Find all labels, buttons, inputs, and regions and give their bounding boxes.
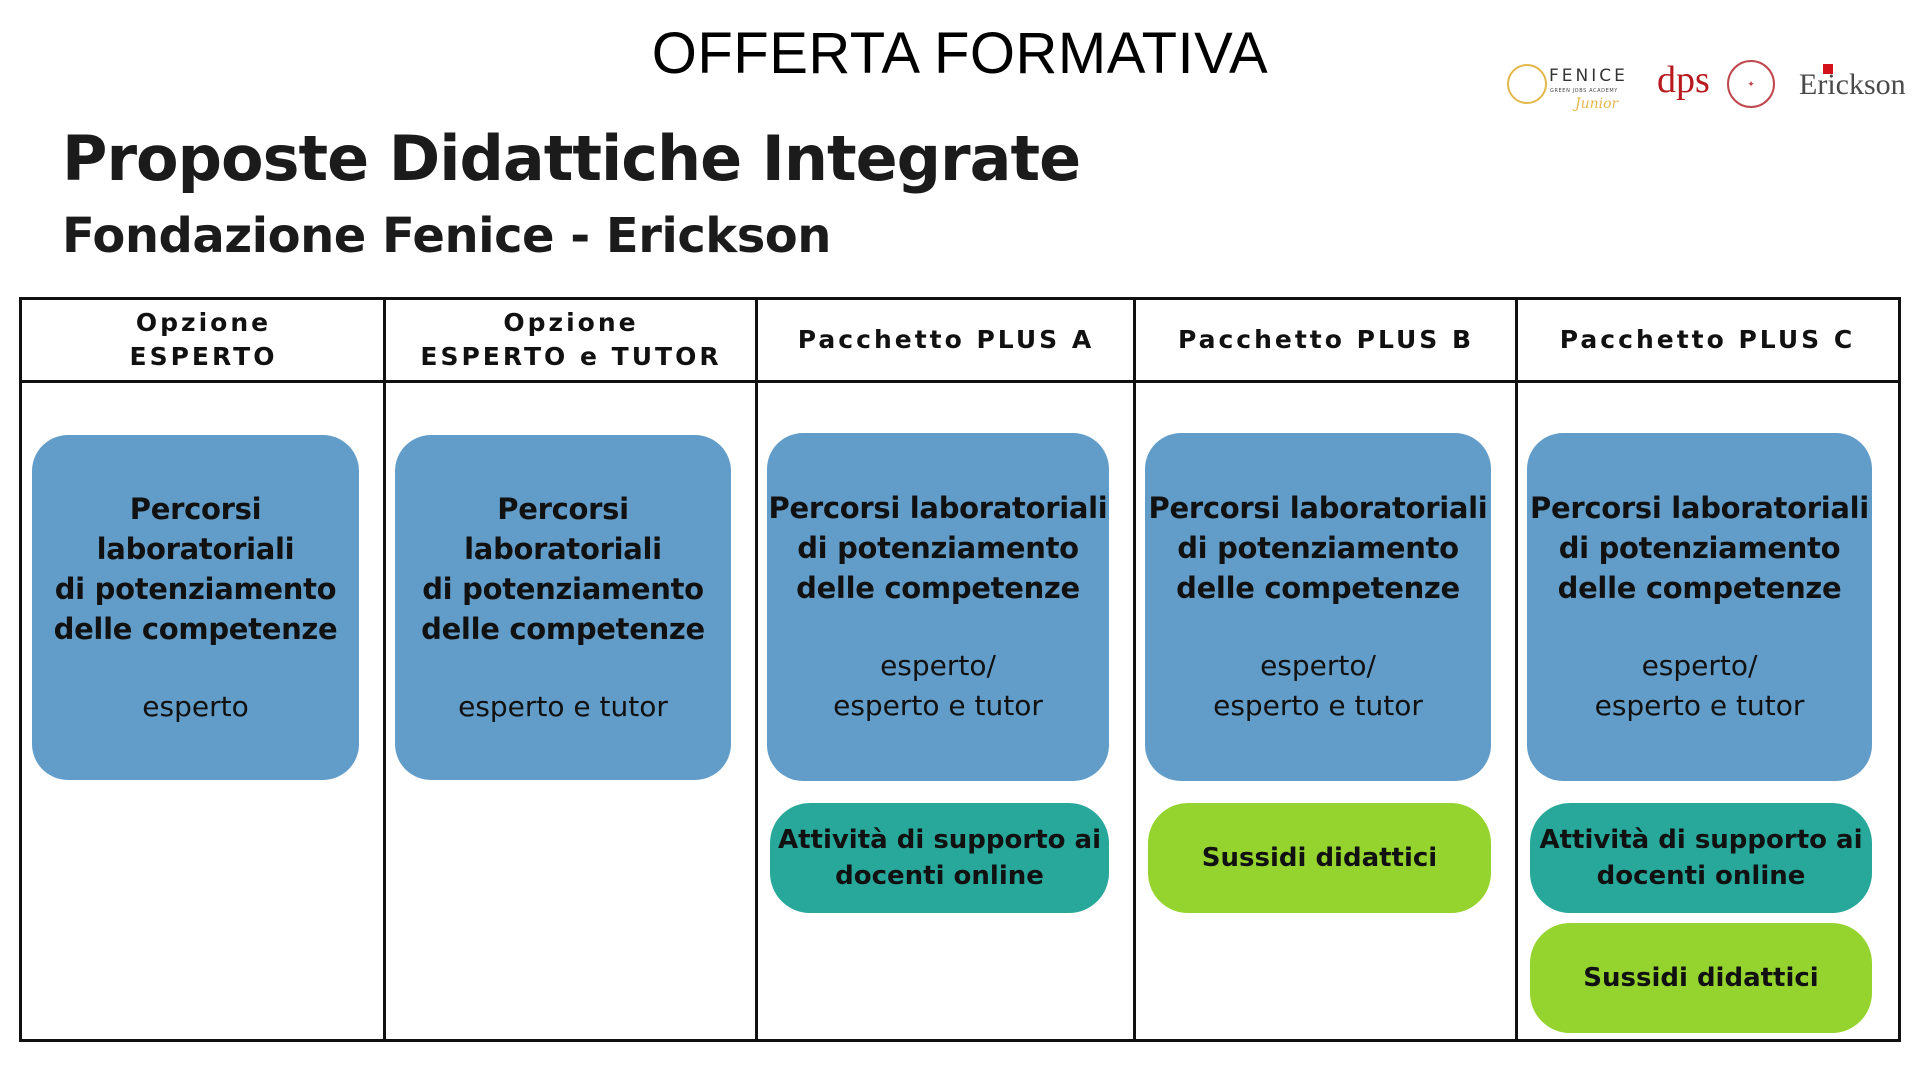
dps-logo: dps — [1657, 59, 1710, 101]
course-card-role: esperto/esperto e tutor — [833, 646, 1043, 726]
column-header-plus-a: Pacchetto PLUS A — [757, 300, 1135, 380]
badge-label-line: Sussidi didattici — [1201, 843, 1438, 873]
course-card-role-line: esperto/ — [1641, 649, 1758, 682]
course-card-title: Percorsi laboratoriali di potenziamento de… — [1149, 488, 1488, 608]
seal-logo-icon: ✦ — [1727, 60, 1775, 108]
course-card-esperto: Percorsi laboratoriali di potenziamento de… — [32, 435, 359, 780]
course-card-role-line: esperto e tutor — [458, 689, 668, 723]
course-card-title: Percorsi laboratoriali di potenziamento de… — [1530, 488, 1869, 608]
column-header-line: Pacchetto PLUS A — [797, 325, 1095, 354]
course-card-role: esperto/esperto e tutor — [1213, 646, 1423, 726]
column-header-plus-b: Pacchetto PLUS B — [1135, 300, 1517, 380]
course-card-esperto-tutor: Percorsi laboratoriali di potenziamento de… — [395, 435, 731, 780]
course-card-title-line: di potenziamento — [797, 531, 1079, 565]
badge-label-line: Sussidi didattici — [1583, 963, 1819, 993]
course-card-title-line: di potenziamento — [54, 571, 337, 606]
teaching-aids-badge: Sussidi didattici — [1530, 923, 1872, 1033]
badge-label: Attività di supporto ai docenti online — [778, 822, 1101, 894]
course-card-title-line: di potenziamento — [1177, 531, 1459, 565]
course-card-title: Percorsi laboratoriali di potenziamento de… — [395, 489, 731, 649]
course-card-role: esperto e tutor — [458, 687, 668, 727]
course-card-role-line: esperto e tutor — [1594, 689, 1805, 722]
course-card-title-line: di potenziamento — [422, 571, 704, 606]
course-card-role: esperto — [142, 687, 248, 727]
course-card-role-line: esperto — [142, 689, 249, 723]
course-card-title-line: Percorsi laboratoriali — [464, 491, 662, 566]
table-column-divider — [1133, 300, 1136, 1039]
erickson-logo-text: Erickson — [1799, 68, 1906, 101]
course-card-plus-a: Percorsi laboratoriali di potenziamento de… — [767, 433, 1109, 781]
online-support-badge: Attività di supporto ai docenti online — [770, 803, 1109, 913]
erickson-red-square-icon — [1823, 64, 1833, 74]
column-header-line: ESPERTO e TUTOR — [420, 342, 722, 371]
fenice-logo-name: FENICE — [1549, 66, 1628, 86]
course-card-role-line: esperto/ — [880, 649, 996, 682]
fenice-ring-icon — [1507, 64, 1547, 104]
course-card-title-line: delle competenze — [796, 571, 1080, 605]
course-card-role-line: esperto e tutor — [833, 689, 1043, 722]
badge-label: Attività di supporto ai docenti online — [1539, 822, 1862, 894]
course-card-role-line: esperto e tutor — [1213, 689, 1423, 722]
page-subtitle: Fondazione Fenice - Erickson — [62, 208, 831, 264]
course-card-title-line: di potenziamento — [1558, 531, 1841, 565]
table-header-divider — [22, 380, 1898, 383]
course-card-title: Percorsi laboratoriali di potenziamento de… — [32, 489, 359, 649]
course-card-title-line: Percorsi laboratoriali — [1530, 491, 1869, 525]
badge-label: Sussidi didattici — [1583, 960, 1818, 996]
course-card-title-line: delle competenze — [53, 611, 338, 646]
fenice-logo-tagline: GREEN JOBS ACADEMY — [1550, 88, 1618, 94]
erickson-logo: Erickson — [1799, 64, 1906, 102]
course-card-title-line: delle competenze — [421, 611, 705, 646]
course-card-title-line: Percorsi laboratoriali — [768, 491, 1108, 525]
badge-label: Sussidi didattici — [1202, 840, 1437, 876]
column-header-line: Pacchetto PLUS B — [1177, 325, 1475, 354]
badge-label-line: docenti online — [835, 861, 1044, 891]
table-column-divider — [383, 300, 386, 1039]
course-card-plus-c: Percorsi laboratoriali di potenziamento de… — [1527, 433, 1872, 781]
badge-label-line: docenti online — [1596, 861, 1806, 891]
column-header-plus-c: Pacchetto PLUS C — [1517, 300, 1898, 380]
course-card-title-line: delle competenze — [1557, 571, 1842, 605]
column-header-line: Pacchetto PLUS C — [1559, 325, 1856, 354]
column-header-line: ESPERTO — [129, 342, 278, 371]
badge-label-line: Attività di supporto ai — [777, 825, 1102, 855]
table-column-divider — [755, 300, 758, 1039]
course-card-title-line: delle competenze — [1176, 571, 1460, 605]
column-header-line: Opzione — [503, 308, 639, 337]
course-card-plus-b: Percorsi laboratoriali di potenziamento de… — [1145, 433, 1491, 781]
fenice-logo: FENICE GREEN JOBS ACADEMY Junior — [1505, 58, 1635, 128]
course-card-role: esperto/esperto e tutor — [1595, 646, 1805, 726]
table-column-divider — [1515, 300, 1518, 1039]
fenice-logo-script: Junior — [1575, 96, 1619, 112]
page-top-title: OFFERTA FORMATIVA — [651, 21, 1269, 86]
course-card-title-line: Percorsi laboratoriali — [1148, 491, 1488, 525]
badge-label-line: Attività di supporto ai — [1539, 825, 1863, 855]
teaching-aids-badge: Sussidi didattici — [1148, 803, 1491, 913]
course-card-title: Percorsi laboratoriali di potenziamento de… — [769, 488, 1108, 608]
course-card-role-line: esperto/ — [1260, 649, 1376, 682]
page-title: Proposte Didattiche Integrate — [62, 122, 1081, 195]
column-header-line: Opzione — [135, 308, 272, 337]
course-card-title-line: Percorsi laboratoriali — [96, 491, 295, 566]
online-support-badge: Attività di supporto ai docenti online — [1530, 803, 1872, 913]
partner-logos: FENICE GREEN JOBS ACADEMY Junior dps ✦ E… — [1505, 58, 1906, 128]
